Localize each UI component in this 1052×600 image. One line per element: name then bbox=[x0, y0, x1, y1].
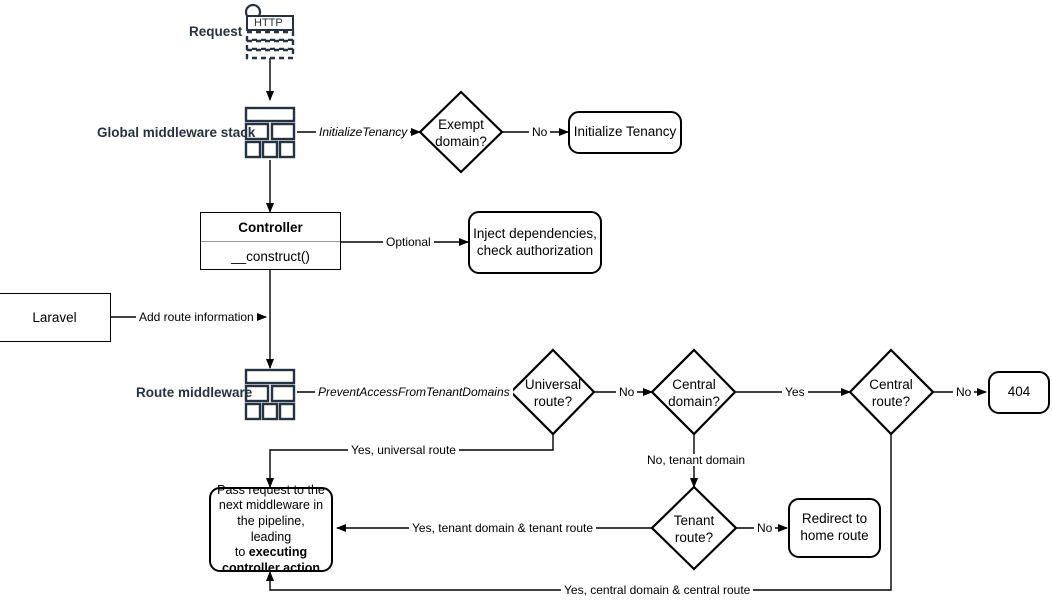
decision-universal-route-line2: route? bbox=[533, 393, 573, 409]
decision-tenant-route-label: Tenant route? bbox=[654, 513, 734, 547]
edge-label-optional: Optional bbox=[383, 236, 434, 248]
decision-exempt-domain-line2: domain? bbox=[435, 133, 487, 149]
middleware-stack-icon bbox=[244, 106, 296, 159]
edge-label-no-tenant-domain: No, tenant domain bbox=[644, 454, 749, 466]
node-controller-method: __construct() bbox=[231, 248, 310, 264]
edge-label-tenant-route-no: No bbox=[754, 522, 776, 534]
decision-tenant-route-line2: route? bbox=[674, 529, 714, 545]
node-pass-request-line4: to executing bbox=[235, 545, 307, 561]
decision-exempt-domain-label: Exempt domain? bbox=[421, 117, 501, 151]
http-icon-label: HTTP bbox=[254, 17, 283, 29]
node-pass-request-line5: controller action bbox=[222, 560, 320, 575]
edge-label-add-route-information: Add route information bbox=[136, 311, 257, 323]
node-pass-request-line1: Pass request to the bbox=[217, 482, 325, 497]
decision-central-route-line1: Central bbox=[869, 377, 913, 392]
label-request: Request bbox=[189, 24, 243, 39]
node-controller[interactable]: Controller __construct() bbox=[200, 212, 341, 270]
node-404[interactable]: 404 bbox=[988, 371, 1050, 414]
edge-label-prevent-access: PreventAccessFromTenantDomains bbox=[315, 386, 513, 398]
decision-exempt-domain bbox=[418, 90, 504, 174]
decision-universal-route bbox=[509, 348, 596, 436]
decision-central-route-label: Central route? bbox=[851, 377, 931, 411]
node-inject-dependencies-line1: Inject dependencies, bbox=[473, 225, 597, 241]
node-controller-title: Controller bbox=[201, 213, 340, 242]
edge-label-initialize-tenancy: InitializeTenancy bbox=[316, 126, 411, 138]
decision-central-route bbox=[848, 348, 935, 436]
node-pass-request-line4-prefix: to bbox=[234, 545, 249, 560]
node-inject-dependencies-line2: check authorization bbox=[476, 242, 594, 258]
decision-central-domain-line1: Central bbox=[672, 377, 716, 392]
middleware-stack-icon bbox=[244, 368, 296, 421]
edge-label-yes-central-domain-central-route: Yes, central domain & central route bbox=[561, 584, 754, 596]
edge-label-central-domain-yes: Yes bbox=[782, 386, 808, 398]
decision-exempt-domain-line1: Exempt bbox=[438, 117, 484, 132]
decision-universal-route-label: Universal route? bbox=[513, 377, 593, 411]
node-initialize-tenancy[interactable]: Initialize Tenancy bbox=[568, 111, 682, 154]
label-route-middleware: Route middleware bbox=[136, 385, 253, 400]
edge-label-yes-tenant-domain-tenant-route: Yes, tenant domain & tenant route bbox=[409, 522, 597, 534]
decision-central-domain-label: Central domain? bbox=[654, 377, 734, 411]
label-global-middleware-stack: Global middleware stack bbox=[97, 125, 256, 140]
decision-tenant-route-line1: Tenant bbox=[673, 513, 715, 528]
node-pass-request[interactable]: Pass request to the next middleware in t… bbox=[209, 483, 333, 575]
edge-label-universal-no: No bbox=[616, 386, 638, 398]
http-request-icon bbox=[244, 3, 295, 60]
node-pass-request-line4-bold: executing bbox=[248, 545, 308, 560]
node-redirect-home-line2: home route bbox=[800, 528, 869, 543]
decision-central-domain-line2: domain? bbox=[668, 393, 720, 409]
edge-universal-yes-to-pass-request bbox=[266, 434, 554, 488]
edge-label-central-route-no: No bbox=[953, 386, 975, 398]
decision-central-domain bbox=[650, 348, 737, 436]
node-laravel[interactable]: Laravel bbox=[0, 293, 111, 342]
decision-tenant-route bbox=[650, 485, 738, 571]
node-pass-request-line3: the pipeline, leading bbox=[237, 513, 305, 544]
edge-label-yes-universal-route: Yes, universal route bbox=[348, 444, 459, 456]
edge-label-exempt-no: No bbox=[529, 126, 551, 138]
decision-universal-route-line1: Universal bbox=[524, 377, 582, 392]
decision-central-route-line2: route? bbox=[871, 393, 911, 409]
node-redirect-home-route[interactable]: Redirect to home route bbox=[788, 498, 881, 558]
node-redirect-home-line1: Redirect to bbox=[801, 511, 868, 527]
node-inject-dependencies[interactable]: Inject dependencies, check authorization bbox=[468, 211, 602, 274]
node-pass-request-line2: next middleware in bbox=[218, 498, 324, 513]
